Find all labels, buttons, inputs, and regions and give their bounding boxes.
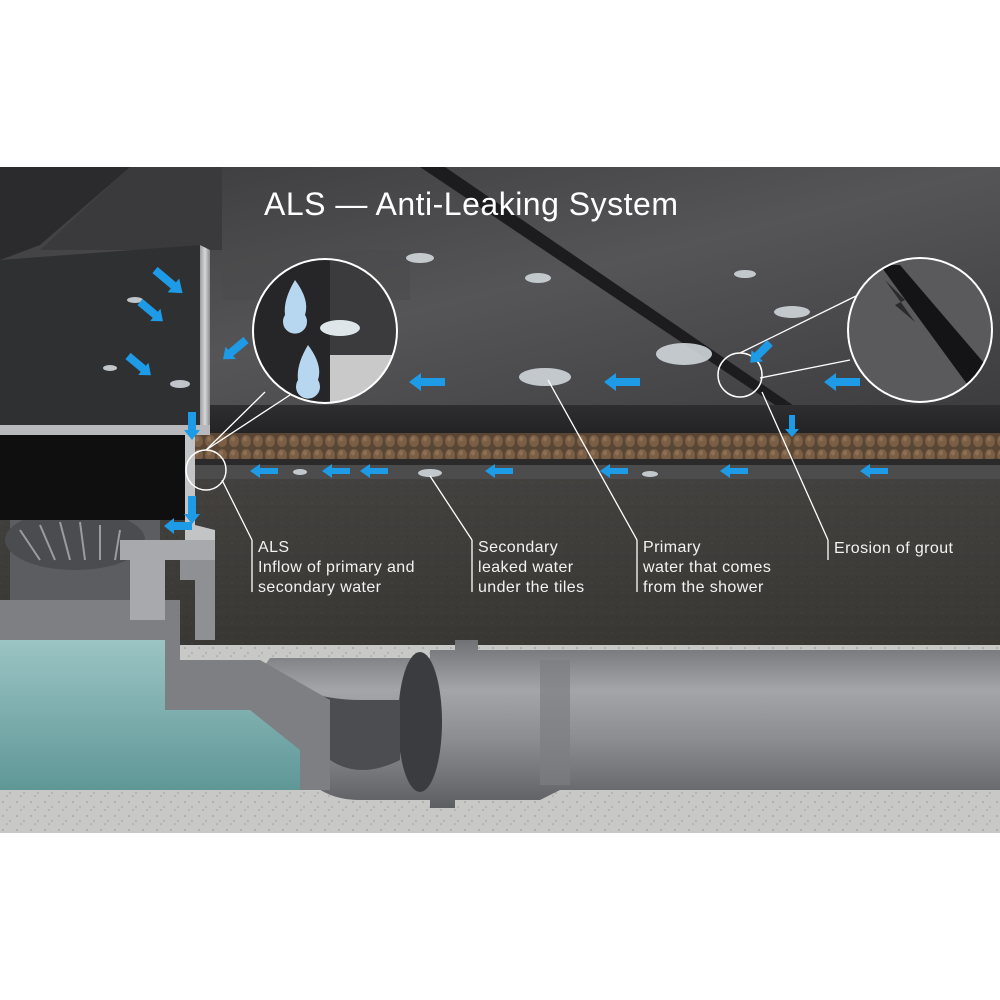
label-secondary-water: Secondary leaked water under the tiles xyxy=(478,538,585,598)
label-primary-water: Primary water that comes from the shower xyxy=(643,538,771,598)
label-primary-line3: from the shower xyxy=(643,579,764,596)
label-secondary-line1: Secondary xyxy=(478,539,559,556)
label-secondary-line2: leaked water xyxy=(478,559,574,576)
label-als-line3: secondary water xyxy=(258,579,382,596)
label-secondary-line3: under the tiles xyxy=(478,579,585,596)
stainless-channel xyxy=(0,245,215,640)
label-primary-line1: Primary xyxy=(643,539,701,556)
label-primary-line2: water that comes xyxy=(643,559,772,576)
tile-surface xyxy=(0,167,1000,415)
tile-adhesive-layer xyxy=(195,433,1000,459)
label-als-line1: ALS xyxy=(258,539,290,556)
label-erosion-of-grout: Erosion of grout xyxy=(834,539,953,559)
drain-pipe xyxy=(240,640,1000,808)
zoom-circle-als xyxy=(252,258,398,404)
label-als: ALS Inflow of primary and secondary wate… xyxy=(258,538,415,598)
flow-arrows xyxy=(125,266,888,534)
leader-lines xyxy=(205,295,857,592)
back-tile-left xyxy=(0,167,130,260)
label-als-line2: Inflow of primary and xyxy=(258,559,415,576)
label-erosion-line1: Erosion of grout xyxy=(834,540,954,557)
drain-trap xyxy=(0,510,330,790)
page-title: ALS — Anti-Leaking System xyxy=(264,186,679,222)
zoom-circle-grout xyxy=(847,257,993,403)
